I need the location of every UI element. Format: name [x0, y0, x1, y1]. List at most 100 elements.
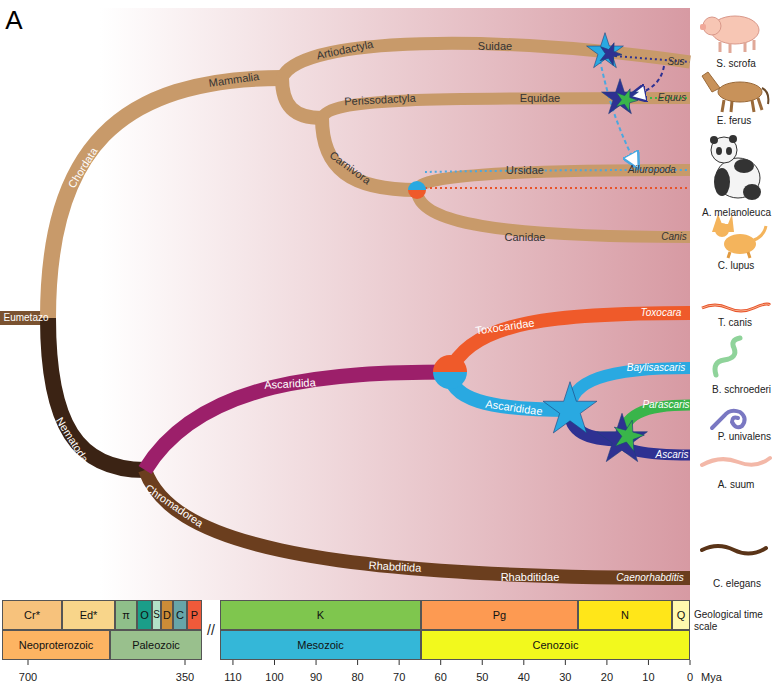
axis-number: 90 [310, 672, 322, 683]
period-name: Mesozoic [297, 640, 343, 651]
host-switch-line [630, 66, 664, 96]
genus-label: Sus [667, 57, 684, 67]
axis-tick [185, 660, 186, 665]
tree-branch [282, 78, 322, 118]
clade-label: Suidae [478, 41, 512, 52]
tree-branch [48, 318, 145, 470]
time-scale-cell: Cenozoic [421, 630, 690, 660]
axis-number: 350 [176, 672, 194, 683]
period-name: S [153, 610, 160, 620]
genus-label: Equus [658, 93, 686, 103]
clade-label: Chromadorea [143, 483, 205, 530]
time-scale-cell: Mesozoic [220, 630, 421, 660]
species-name: B. schroederi [712, 385, 771, 395]
genus-label: Baylisascaris [627, 363, 685, 373]
clade-label: Ascaridida [264, 377, 316, 391]
clade-label: Chordata [66, 146, 99, 190]
period-name: Cenozoic [533, 640, 579, 651]
event-star [610, 416, 648, 453]
event-marks [408, 33, 690, 462]
axis-ticks [28, 660, 690, 665]
species-name: T. canis [718, 318, 752, 328]
parascaris-worm [712, 411, 745, 428]
species-name: E. ferus [717, 116, 751, 126]
axis-unit: Mya [701, 672, 722, 683]
time-scale-cell: Neoproterozoic [2, 630, 110, 660]
time-scale-cell: Pg [421, 600, 578, 630]
period-name: Cr* [24, 610, 40, 621]
time-scale-cell: C [173, 600, 187, 630]
tree-branch [450, 313, 690, 372]
axis-tick [399, 660, 400, 665]
axis-number: 0 [687, 672, 693, 683]
axis-tick [274, 660, 275, 665]
tree-branch [0, 311, 48, 325]
baylisascaris-worm [715, 338, 740, 375]
period-name: Paleozoic [132, 640, 180, 651]
dog-icon [712, 214, 766, 258]
genus-label: Canis [661, 232, 687, 242]
species-name: C. elegans [713, 579, 761, 589]
host-switch-line [425, 187, 690, 189]
origin-circle [433, 355, 467, 389]
origin-circle [408, 181, 426, 199]
axis-tick [357, 660, 358, 665]
clade-label: Rhabditida [368, 560, 421, 574]
panel-letter: A [5, 7, 22, 33]
clade-label: Artiodactyla [316, 39, 375, 62]
time-scale-cell: Cr* [2, 600, 62, 630]
clade-label: Mammalia [208, 71, 260, 89]
time-scale-cell: N [578, 600, 672, 630]
pig-icon [700, 16, 759, 53]
axis-tick [316, 660, 317, 665]
axis-tick [482, 660, 483, 665]
tree-branch [322, 118, 417, 190]
axis-tick [28, 660, 29, 665]
axis-number: 30 [559, 672, 571, 683]
clade-label: Perissodactyla [344, 93, 416, 108]
period-name: π [122, 610, 130, 621]
period-name: Pg [493, 610, 506, 621]
period-name: Q [677, 610, 686, 621]
axis-tick [606, 660, 607, 665]
ascaris-worm [702, 458, 770, 465]
species-name: C. lupus [718, 261, 755, 271]
genus-label: Toxocara [641, 308, 682, 318]
period-name: P [191, 610, 198, 621]
clade-label: Nematoda [54, 416, 90, 465]
tree-branch [417, 190, 690, 237]
toxocara-worm [702, 304, 770, 311]
period-name: K [317, 610, 324, 621]
period-name: N [621, 610, 629, 621]
tree-branch [48, 78, 282, 318]
axis-number: 40 [518, 672, 530, 683]
period-name: D [163, 610, 171, 621]
genus-label: Caenorhabditis [616, 573, 683, 583]
time-scale-cell: P [187, 600, 202, 630]
clade-label: Rhabditidae [501, 572, 560, 583]
genus-label: Parascaris [642, 400, 689, 410]
tree-branch [145, 470, 690, 578]
period-name: Neoproterozoic [19, 640, 94, 651]
axis-number: 700 [19, 672, 37, 683]
clade-label: Carnivora [327, 150, 372, 187]
axis-tick [648, 660, 649, 665]
axis-tick [440, 660, 441, 665]
time-scale-cell: Ed* [62, 600, 115, 630]
event-star [612, 85, 641, 113]
axis-tick [690, 660, 691, 665]
clade-label: Canidae [505, 232, 546, 243]
axis-number: 100 [265, 672, 283, 683]
time-scale-cell: π [115, 600, 137, 630]
axis-tick [232, 660, 233, 665]
tree-branch [145, 372, 450, 470]
axis-number: 10 [642, 672, 654, 683]
genus-label: Ascaris [656, 450, 689, 460]
time-scale-cell: K [220, 600, 421, 630]
event-star [597, 413, 648, 461]
species-name: P. univalens [718, 432, 771, 442]
axis-number: 20 [601, 672, 613, 683]
organism-icons [700, 16, 770, 554]
time-scale-cell: Q [672, 600, 690, 630]
clade-label: Ursidae [506, 165, 544, 176]
